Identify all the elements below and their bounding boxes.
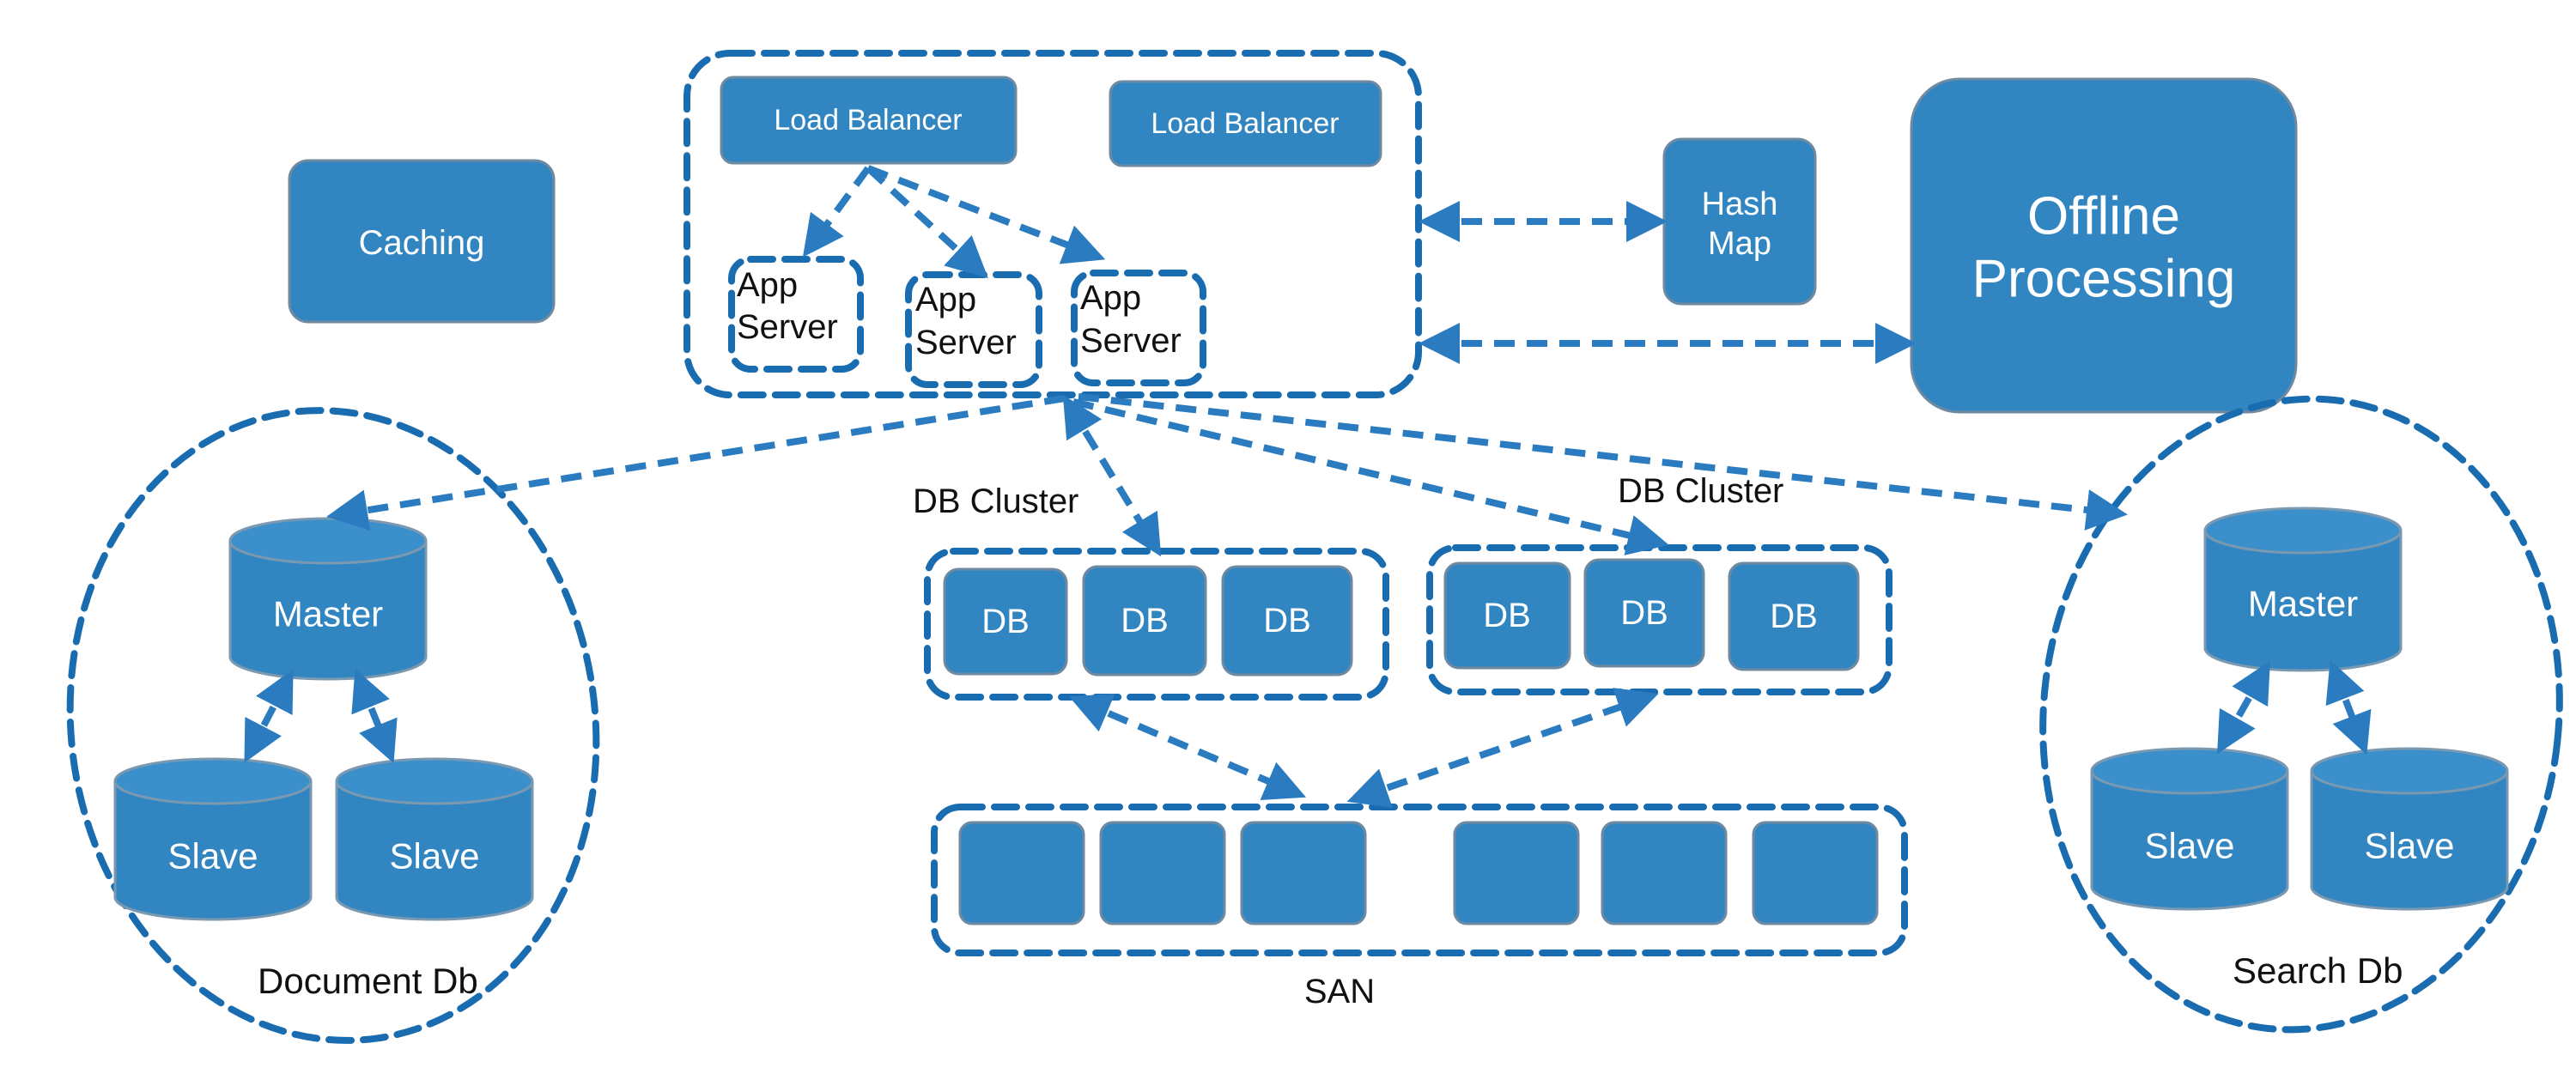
san-group: SAN	[931, 804, 1908, 1010]
app-server-1-line-2: Server	[737, 308, 838, 346]
caching-node: Caching	[288, 159, 556, 324]
arrow-search-master-slave-1	[2217, 660, 2270, 755]
load-balancer-1-label: Load Balancer	[774, 104, 962, 137]
db-cluster-left: DB DB DB	[924, 548, 1389, 701]
san-disk	[1601, 821, 1728, 925]
app-server-2-line-1: App	[915, 281, 976, 319]
arrow-search-master-slave-2	[2325, 659, 2372, 755]
offline-processing-node: Offline Processing	[1910, 77, 2298, 414]
document-db-slave-1: Slave	[113, 757, 313, 921]
document-db-master: Master	[228, 517, 428, 681]
load-balancer-1: Load Balancer	[720, 76, 1018, 165]
document-db-boundary	[66, 407, 600, 1044]
db-node-2: DB	[1082, 565, 1207, 677]
db-node-1: DB	[943, 567, 1068, 676]
offline-processing-line-1: Offline	[2027, 187, 2180, 246]
san-disk	[958, 821, 1085, 925]
load-balancer-2-label: Load Balancer	[1151, 107, 1339, 140]
hash-map-line-1: Hash	[1702, 186, 1778, 222]
db-node-4: DB	[1443, 561, 1571, 670]
svg-text:DB: DB	[1483, 597, 1531, 634]
document-db-slave-2: Slave	[335, 757, 534, 921]
app-server-3-line-2: Server	[1080, 322, 1182, 360]
svg-text:DB: DB	[1770, 598, 1818, 635]
db-cluster-right-label: DB Cluster	[1618, 472, 1783, 510]
document-db-group: Master Slave Slave Document Db	[66, 407, 600, 1044]
app-server-3: App Server	[1071, 270, 1206, 386]
san-disk	[1240, 821, 1367, 925]
svg-text:Master: Master	[2248, 584, 2358, 624]
arrow-san-db-cluster-right	[1346, 688, 1659, 808]
svg-text:Slave: Slave	[2364, 826, 2454, 866]
offline-processing-line-2: Processing	[1972, 250, 2236, 309]
document-db-label: Document Db	[258, 961, 478, 1001]
arrow-lb-to-app-server-2	[866, 166, 988, 279]
db-cluster-left-label: DB Cluster	[913, 482, 1078, 520]
arrow-web-tier-to-document-db	[326, 395, 1066, 531]
svg-text:DB: DB	[981, 603, 1030, 640]
svg-text:Master: Master	[273, 594, 383, 634]
app-server-1: App Server	[728, 256, 864, 373]
san-disk	[1752, 821, 1879, 925]
arrow-web-tier-to-db-cluster-right	[1072, 398, 1669, 555]
app-server-2-line-2: Server	[915, 324, 1017, 361]
svg-text:Slave: Slave	[167, 836, 258, 877]
arrow-lb-to-app-server-3	[866, 165, 1106, 264]
db-node-5: DB	[1583, 558, 1705, 668]
arrow-lb-to-app-server-1	[802, 166, 872, 258]
connectors	[244, 165, 2372, 808]
svg-text:Slave: Slave	[389, 836, 479, 877]
app-server-1-line-1: App	[737, 266, 798, 304]
caching-label: Caching	[359, 224, 485, 262]
hash-map-node: Hash Map	[1662, 137, 1817, 306]
arrow-document-master-slave-1	[244, 669, 294, 763]
db-node-3: DB	[1221, 565, 1353, 677]
load-balancer-2: Load Balancer	[1109, 80, 1382, 167]
search-db-label: Search Db	[2233, 950, 2403, 991]
search-db-group: Master Slave Slave Search Db	[2039, 395, 2563, 1034]
svg-text:DB: DB	[1620, 594, 1668, 632]
search-db-slave-1: Slave	[2090, 747, 2289, 911]
svg-text:Slave: Slave	[2144, 826, 2234, 866]
hash-map-line-2: Map	[1708, 226, 1771, 262]
svg-text:DB: DB	[1263, 602, 1311, 640]
san-disk	[1099, 821, 1226, 925]
arrow-web-tier-db-cluster-left	[1062, 394, 1162, 557]
app-server-2: App Server	[905, 271, 1042, 388]
san-disk	[1453, 821, 1580, 925]
search-db-slave-2: Slave	[2310, 747, 2509, 911]
arrow-db-cluster-left-san	[1068, 694, 1307, 800]
arrow-document-master-slave-2	[351, 668, 398, 764]
arrow-web-tier-to-search-db	[1078, 393, 2128, 531]
app-server-3-line-1: App	[1080, 279, 1141, 317]
db-node-6: DB	[1728, 561, 1860, 671]
search-db-master: Master	[2203, 507, 2403, 672]
san-label: SAN	[1304, 973, 1375, 1010]
svg-text:DB: DB	[1121, 602, 1169, 640]
db-cluster-right: DB DB DB	[1426, 544, 1893, 695]
web-tier-group: Load Balancer Load Balancer App Server A…	[683, 50, 1422, 398]
search-db-boundary	[2039, 395, 2563, 1034]
